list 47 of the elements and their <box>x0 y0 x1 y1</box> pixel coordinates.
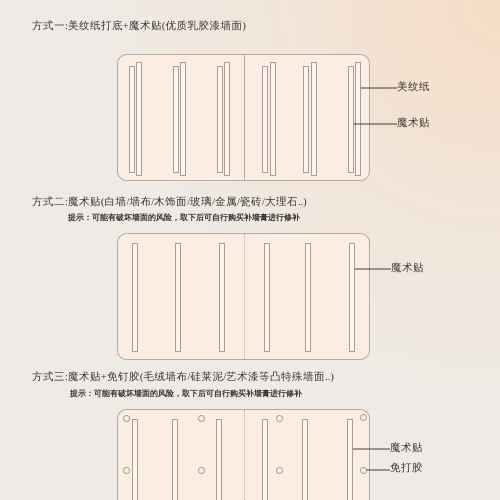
velcro-strip <box>132 243 138 352</box>
part-label: 免打胶 <box>390 462 423 476</box>
panel <box>117 409 370 500</box>
leader-line <box>352 448 390 450</box>
part-label: 魔术贴 <box>390 442 423 456</box>
panel <box>117 233 370 360</box>
velcro-strip <box>262 66 268 173</box>
velcro-strip <box>173 66 179 173</box>
section-title: 方式三:魔术贴+免钉胶(毛绒墙布/硅莱泥/艺术漆等凸特殊墙面..) <box>32 371 334 385</box>
glue-dot <box>360 466 366 474</box>
section-title: 方式一:美纹纸打底+魔术贴(优质乳胶漆墙面) <box>32 20 246 34</box>
velcro-strip <box>349 243 355 352</box>
glue-dot <box>360 414 366 420</box>
velcro-strip <box>262 419 268 500</box>
tape-strip <box>180 62 186 176</box>
velcro-strip <box>305 243 311 352</box>
velcro-strip <box>347 419 353 500</box>
velcro-strip <box>129 66 135 173</box>
glue-dot <box>122 466 130 474</box>
tape-strip <box>355 62 361 176</box>
panel <box>117 54 370 181</box>
velcro-strip <box>132 419 138 500</box>
velcro-strip <box>264 243 270 352</box>
velcro-strip <box>216 419 222 500</box>
part-label: 魔术贴 <box>391 262 424 276</box>
glue-dot <box>122 414 130 422</box>
velcro-strip <box>303 66 309 173</box>
tape-strip <box>224 62 230 176</box>
part-label: 美纹纸 <box>397 81 430 95</box>
velcro-strip <box>219 243 225 352</box>
tip-text: 提示：可能有破坏墙面的风险，取下后可自行购买补墙膏进行修补 <box>70 389 302 399</box>
tape-strip <box>270 62 276 176</box>
glue-dot <box>198 414 204 422</box>
part-label: 魔术贴 <box>397 117 430 131</box>
section-title: 方式二:魔术贴(白墙/墙布/木饰面/玻璃/金属/瓷砖/大理石..) <box>32 196 307 210</box>
tape-strip <box>311 62 317 176</box>
velcro-strip <box>217 66 223 173</box>
tape-strip <box>136 62 142 176</box>
glue-dot <box>276 466 282 474</box>
velcro-strip <box>175 243 181 352</box>
velcro-strip <box>348 66 354 173</box>
tip-text: 提示：可能有破坏墙面的风险，取下后可自行购买补墙膏进行修补 <box>68 213 300 223</box>
glue-dot <box>276 414 282 422</box>
velcro-strip <box>172 419 178 500</box>
velcro-strip <box>302 419 308 500</box>
glue-dot <box>198 466 204 474</box>
leader-line <box>354 268 392 270</box>
